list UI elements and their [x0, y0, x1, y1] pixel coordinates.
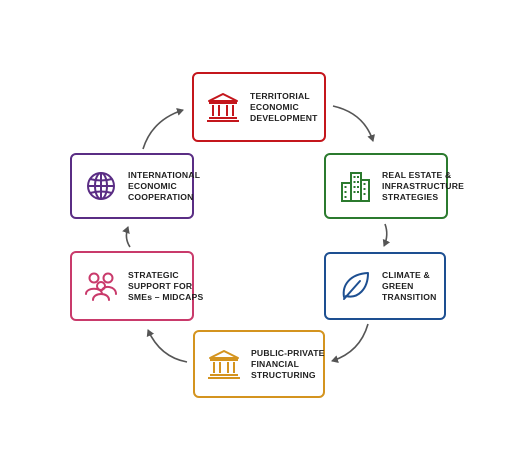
- node-label-line: REAL ESTATE &: [382, 169, 452, 180]
- arrow-territorial-to-realestate: [332, 105, 375, 142]
- node-label-line: INFRASTRUCTURE: [382, 180, 465, 191]
- arrow-public-to-strategic: [146, 329, 188, 363]
- node-label-line: ECONOMIC: [250, 101, 299, 112]
- node-label: INTERNATIONAL ECONOMIC COOPERATION: [128, 170, 200, 203]
- node-public-private-financial: PUBLIC-PRIVATE FINANCIAL STRUCTURING: [193, 330, 325, 398]
- globe-icon: [83, 168, 119, 204]
- node-label: TERRITORIAL ECONOMIC DEVELOPMENT: [250, 91, 318, 124]
- node-label-line: STRATEGIC: [128, 269, 179, 280]
- node-label-line: GREEN: [382, 280, 414, 291]
- node-label-line: SMEs – MIDCAPS: [128, 291, 204, 302]
- node-label-line: CLIMATE &: [382, 269, 430, 280]
- node-label-line: STRATEGIES: [382, 191, 439, 202]
- node-strategic-support-smes: STRATEGIC SUPPORT FOR SMEs – MIDCAPS: [70, 251, 203, 321]
- bank-building-icon: [205, 89, 241, 125]
- arrow-strategic-to-international: [122, 226, 131, 248]
- node-label: CLIMATE & GREEN TRANSITION: [382, 270, 437, 303]
- node-label-line: TRANSITION: [382, 291, 437, 302]
- people-group-icon: [83, 268, 119, 304]
- node-label: REAL ESTATE & INFRASTRUCTURE STRATEGIES: [382, 170, 464, 203]
- node-label-line: STRUCTURING: [251, 369, 316, 380]
- city-buildings-icon: [337, 168, 373, 204]
- arrow-realestate-to-climate: [382, 223, 391, 247]
- node-label-line: FINANCIAL: [251, 358, 300, 369]
- node-label-line: SUPPORT FOR: [128, 280, 193, 291]
- node-climate-green-transition: CLIMATE & GREEN TRANSITION: [324, 252, 446, 320]
- node-label-line: ECONOMIC: [128, 180, 177, 191]
- node-label-line: DEVELOPMENT: [250, 112, 318, 123]
- node-label: PUBLIC-PRIVATE FINANCIAL STRUCTURING: [251, 348, 325, 381]
- arrow-international-to-territorial: [142, 108, 184, 150]
- node-real-estate-infrastructure: REAL ESTATE & INFRASTRUCTURE STRATEGIES: [324, 153, 464, 219]
- bank-building-icon: [206, 346, 242, 382]
- arrow-climate-to-public: [331, 323, 369, 363]
- node-label-line: TERRITORIAL: [250, 90, 310, 101]
- node-international-economic-cooperation: INTERNATIONAL ECONOMIC COOPERATION: [70, 153, 200, 219]
- node-label-line: INTERNATIONAL: [128, 169, 201, 180]
- leaf-icon: [337, 268, 373, 304]
- node-label-line: PUBLIC-PRIVATE: [251, 347, 325, 358]
- node-territorial-economic-development: TERRITORIAL ECONOMIC DEVELOPMENT: [192, 72, 326, 142]
- node-label: STRATEGIC SUPPORT FOR SMEs – MIDCAPS: [128, 270, 203, 303]
- node-label-line: COOPERATION: [128, 191, 194, 202]
